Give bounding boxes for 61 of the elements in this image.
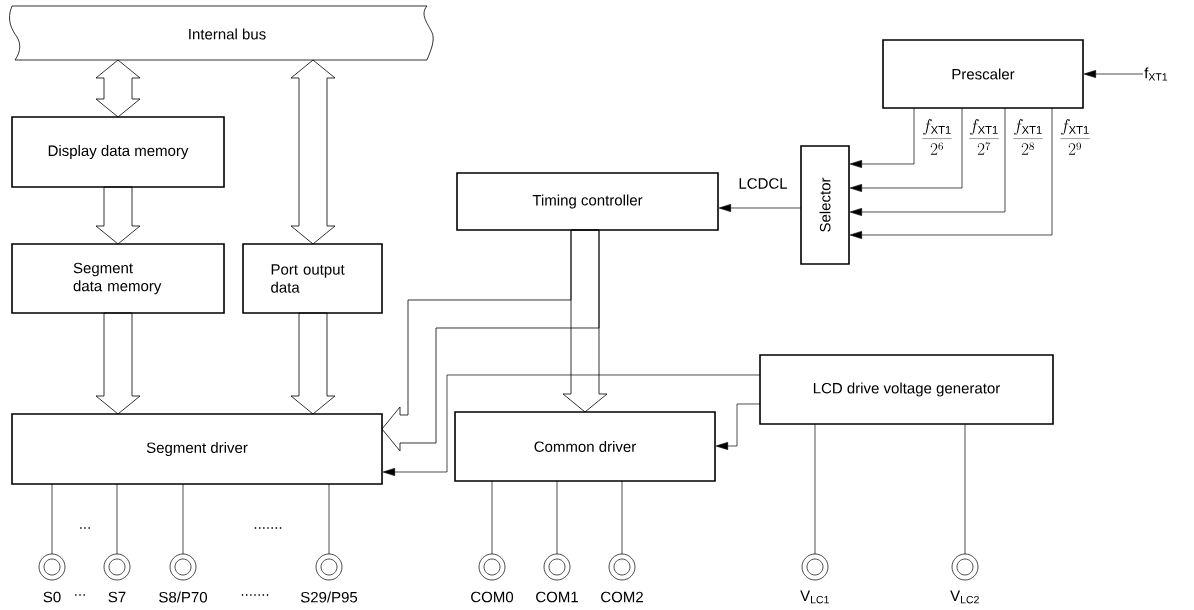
node-label: S0	[43, 591, 61, 603]
block-box: Selector	[800, 145, 850, 265]
wide-arrow	[381, 229, 600, 452]
arrow	[1083, 70, 1144, 78]
pin-terminal: COM0	[471, 553, 514, 603]
ellipsis: .......	[241, 594, 269, 596]
node-label: V$_{LC1}$	[800, 590, 829, 604]
connection-line	[964, 423, 966, 555]
pin-terminal: S8/P70	[159, 553, 207, 603]
connection-line	[116, 483, 118, 555]
edge-label: $\frac{f_{\mathrm{XT1}}}{2^{9}}$	[1060, 119, 1090, 155]
node-label: COM0	[471, 591, 514, 603]
edge-label: $\frac{f_{\mathrm{XT1}}}{2^{8}}$	[1013, 119, 1043, 155]
node-label: S7	[108, 591, 126, 603]
pin-terminal: S7	[103, 553, 131, 603]
arrow	[849, 107, 1006, 216]
ellipsis: .......	[254, 527, 282, 529]
pin-terminal: V$_{LC1}$	[800, 553, 829, 604]
pin-terminal: S29/P95	[300, 553, 358, 603]
block-box: LCD drive voltage generator	[759, 354, 1054, 425]
connection-line	[621, 480, 623, 555]
edge-label: LCDCL	[739, 178, 788, 189]
node-label: S8/P70	[159, 591, 208, 603]
ellipsis: ...	[75, 594, 85, 596]
connection-line	[814, 423, 816, 555]
node-label: V$_{LC2}$	[950, 590, 979, 604]
arrow	[849, 107, 915, 168]
connection-line	[328, 483, 330, 555]
wide-arrow	[290, 312, 336, 415]
arrow	[849, 107, 1053, 239]
node-label: COM1	[536, 591, 578, 603]
pin-terminal: V$_{LC2}$	[950, 553, 979, 604]
pin-terminal: COM2	[601, 553, 643, 603]
connection-line	[51, 483, 53, 555]
connection-line	[182, 483, 184, 555]
wide-arrow	[95, 312, 141, 415]
node-label: COM2	[601, 591, 643, 603]
wide-arrow	[290, 59, 336, 245]
signal-label: f$_{XT1}$	[1144, 67, 1168, 81]
connection-line	[556, 480, 558, 555]
block-box: Port output data	[242, 243, 383, 314]
block-box: Timing controller	[456, 172, 719, 231]
connection-line	[491, 480, 493, 555]
pin-terminal: S0	[38, 553, 66, 603]
arrow	[849, 107, 963, 192]
block-box: Display data memory	[11, 116, 225, 188]
block-box: Segment data memory	[11, 243, 225, 314]
block-box: Prescaler	[882, 39, 1084, 109]
wide-arrow	[95, 59, 141, 118]
ellipsis: ...	[80, 527, 90, 529]
arrow	[715, 403, 761, 450]
edge-label: $\frac{f_{\mathrm{XT1}}}{2^{7}}$	[969, 119, 999, 155]
block-box: Segment driver	[11, 413, 383, 485]
arrow	[382, 374, 761, 476]
arrow	[718, 204, 802, 212]
wide-arrow	[95, 186, 141, 245]
node-label: S29/P95	[300, 591, 358, 603]
edge-label: $\frac{f_{\mathrm{XT1}}}{2^{6}}$	[922, 119, 952, 155]
bus-band: Internal bus	[9, 5, 434, 61]
pin-terminal: COM1	[536, 553, 578, 603]
block-box: Common driver	[454, 411, 716, 482]
